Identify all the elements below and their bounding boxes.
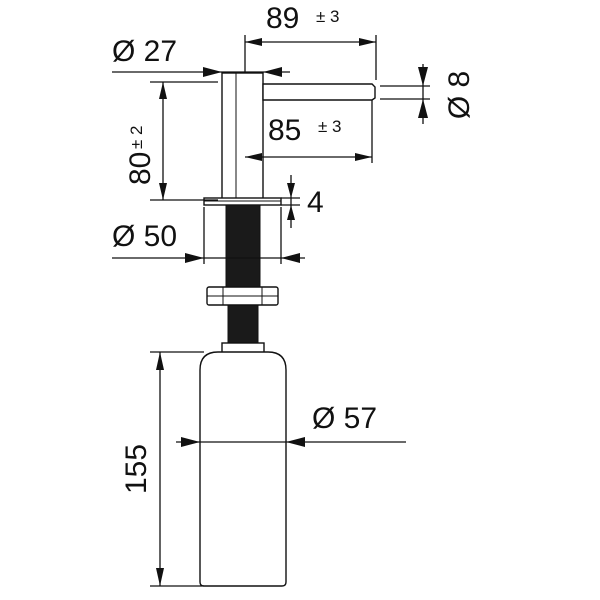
- dim-flange-diameter-value: Ø 50: [112, 220, 177, 253]
- dim-head-diameter-lines: [112, 67, 290, 77]
- dim-spout-length-tolerance: ± 3: [316, 7, 340, 26]
- mounting-nut: [206, 286, 279, 306]
- dispenser-head: [221, 72, 376, 201]
- dim-head-height-tolerance: ± 2: [127, 125, 146, 149]
- dim-flange-thickness-lines: [281, 175, 300, 228]
- soap-bottle: [199, 342, 287, 587]
- dim-spout-length-value: 89: [266, 2, 299, 35]
- dim-spout-length-lines: [244, 35, 377, 80]
- dim-bottle-height-value: 155: [120, 444, 153, 494]
- dim-bottle-height-lines: [150, 351, 204, 587]
- dim-bottle-diameter-value: Ø 57: [312, 402, 377, 435]
- dim-bottle-diameter-lines: [176, 437, 406, 447]
- dim-spout-inner-length-value: 85: [268, 114, 301, 147]
- dim-flange-diameter-lines: [112, 207, 305, 264]
- dim-spout-inner-length-tolerance: ± 3: [318, 117, 342, 136]
- dim-spout-diameter-lines: [380, 64, 430, 124]
- dim-spout-diameter-value: Ø 8: [443, 71, 476, 119]
- dim-head-height-value: 80: [124, 152, 157, 185]
- dim-flange-thickness-value: 4: [307, 186, 324, 219]
- dim-spout-inner-length-lines: [245, 100, 373, 163]
- dim-head-height-lines: [150, 81, 218, 201]
- mounting-flange: [203, 197, 282, 206]
- dim-head-diameter-value: Ø 27: [112, 35, 177, 68]
- threaded-shank: [225, 204, 261, 346]
